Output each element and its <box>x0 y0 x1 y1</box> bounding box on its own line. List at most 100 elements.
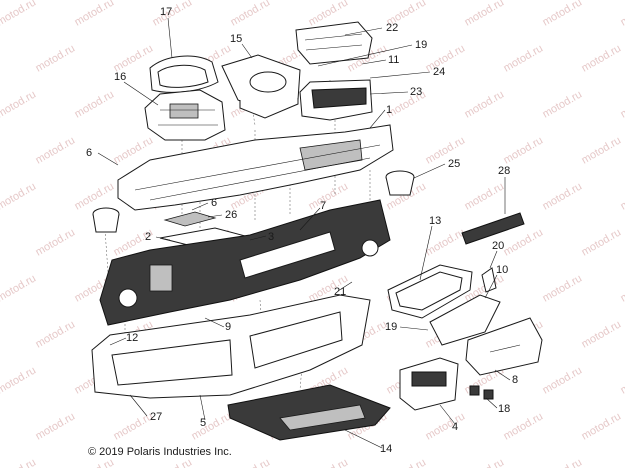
callout-21: 21 <box>334 286 346 298</box>
callout-22: 22 <box>386 22 398 34</box>
part-cup-insert-right <box>385 170 415 196</box>
callout-9: 9 <box>225 321 231 333</box>
part-display-screen <box>387 264 473 319</box>
watermark-text: motod.ru <box>34 42 78 74</box>
callout-28: 28 <box>498 165 510 177</box>
watermark-text: motod.ru <box>229 456 273 468</box>
watermark-text: motod.ru <box>307 456 351 468</box>
callout-10: 10 <box>496 264 508 276</box>
part-glovebox-door <box>465 317 543 376</box>
part-cupholder-bin <box>221 54 301 119</box>
watermark-text: motod.ru <box>463 456 507 468</box>
callout-5: 5 <box>200 417 206 429</box>
watermark-text: motod.ru <box>619 456 625 468</box>
watermark-text: motod.ru <box>580 226 624 258</box>
callout-labels: 17 22 15 19 16 11 24 23 1 6 25 28 6 26 7… <box>86 6 518 455</box>
watermark-text: motod.ru <box>151 456 195 468</box>
watermark-text: motod.ru <box>34 318 78 350</box>
callout-18: 18 <box>498 403 510 415</box>
callout-3: 3 <box>268 231 274 243</box>
watermark-text: motod.ru <box>0 456 38 468</box>
part-instrument-bezel <box>149 55 219 93</box>
part-storage-bin <box>299 79 373 121</box>
watermark-text: motod.ru <box>580 410 624 442</box>
callout-27: 27 <box>150 411 162 423</box>
watermark-text: motod.ru <box>580 318 624 350</box>
part-lower-dash <box>91 294 371 399</box>
watermark-text: motod.ru <box>0 180 38 212</box>
watermark-text: motod.ru <box>424 134 468 166</box>
callout-11: 11 <box>388 54 399 66</box>
watermark-text: motod.ru <box>385 456 429 468</box>
callout-12: 12 <box>126 332 138 344</box>
watermark-text: motod.ru <box>73 456 117 468</box>
callout-23: 23 <box>410 86 422 98</box>
watermark-text: motod.ru <box>73 0 117 29</box>
callout-7: 7 <box>320 200 326 212</box>
callout-4: 4 <box>452 421 458 433</box>
part-main-dash-frame <box>99 199 391 326</box>
callout-1: 1 <box>386 104 392 116</box>
part-display-frame <box>429 294 501 346</box>
watermark-text: motod.ru <box>541 180 585 212</box>
part-storage-lid <box>295 21 373 65</box>
watermark-text: motod.ru <box>424 410 468 442</box>
watermark-text: motod.ru <box>541 0 585 29</box>
watermark-text: motod.ru <box>73 88 117 120</box>
callout-19-bottom: 19 <box>385 321 397 333</box>
callout-15: 15 <box>230 33 242 45</box>
watermark-text: motod.ru <box>34 410 78 442</box>
part-switch-panel <box>399 357 459 411</box>
watermark-text: motod.ru <box>229 0 273 29</box>
watermark-text: motod.ru <box>541 456 585 468</box>
leader-lines <box>97 17 511 449</box>
watermark-text: motod.ru <box>151 0 195 29</box>
watermark-text: motod.ru <box>619 364 625 396</box>
watermark-text: motod.ru <box>112 410 156 442</box>
callout-20: 20 <box>492 240 504 252</box>
callout-24: 24 <box>433 66 445 78</box>
callout-13: 13 <box>429 215 441 227</box>
part-lower-tray <box>227 384 391 441</box>
part-trim-strip <box>461 212 525 245</box>
watermark-text: motod.ru <box>112 42 156 74</box>
callout-8: 8 <box>512 374 518 386</box>
callout-16: 16 <box>114 71 126 83</box>
watermark-text: motod.ru <box>0 88 38 120</box>
watermark-text: motod.ru <box>541 272 585 304</box>
watermark-text: motod.ru <box>619 0 625 29</box>
watermark-text: motod.ru <box>463 180 507 212</box>
watermark-text: motod.ru <box>580 42 624 74</box>
callout-19-top: 19 <box>415 39 427 51</box>
watermark-text: motod.ru <box>463 88 507 120</box>
watermark-text: motod.ru <box>0 364 38 396</box>
part-knobs <box>469 385 494 400</box>
watermark-text: motod.ru <box>0 0 38 29</box>
watermark-text: motod.ru <box>424 226 468 258</box>
watermark-text: motod.ru <box>502 226 546 258</box>
part-cup-insert-left <box>92 207 120 233</box>
watermark-text: motod.ru <box>34 226 78 258</box>
watermark-text: motod.ru <box>502 134 546 166</box>
watermark-text: motod.ru <box>619 272 625 304</box>
watermark-text: motod.ru <box>424 42 468 74</box>
copyright-notice: © 2019 Polaris Industries Inc. <box>88 446 232 458</box>
watermark-text: motod.ru <box>580 134 624 166</box>
watermark-text: motod.ru <box>619 180 625 212</box>
watermark-text: motod.ru <box>541 88 585 120</box>
callout-25: 25 <box>448 158 460 170</box>
part-bracket <box>163 211 217 227</box>
watermark-text: motod.ru <box>190 410 234 442</box>
watermark-text: motod.ru <box>619 88 625 120</box>
watermark-text: motod.ru <box>541 364 585 396</box>
part-upper-dash <box>117 124 394 211</box>
part-cluster-housing <box>144 89 226 141</box>
watermark-text: motod.ru <box>502 42 546 74</box>
callout-26: 26 <box>225 209 237 221</box>
watermark-text: motod.ru <box>502 410 546 442</box>
watermark-text: motod.ru <box>34 134 78 166</box>
watermark-text: motod.ru <box>463 0 507 29</box>
callout-6-center: 6 <box>211 197 217 209</box>
